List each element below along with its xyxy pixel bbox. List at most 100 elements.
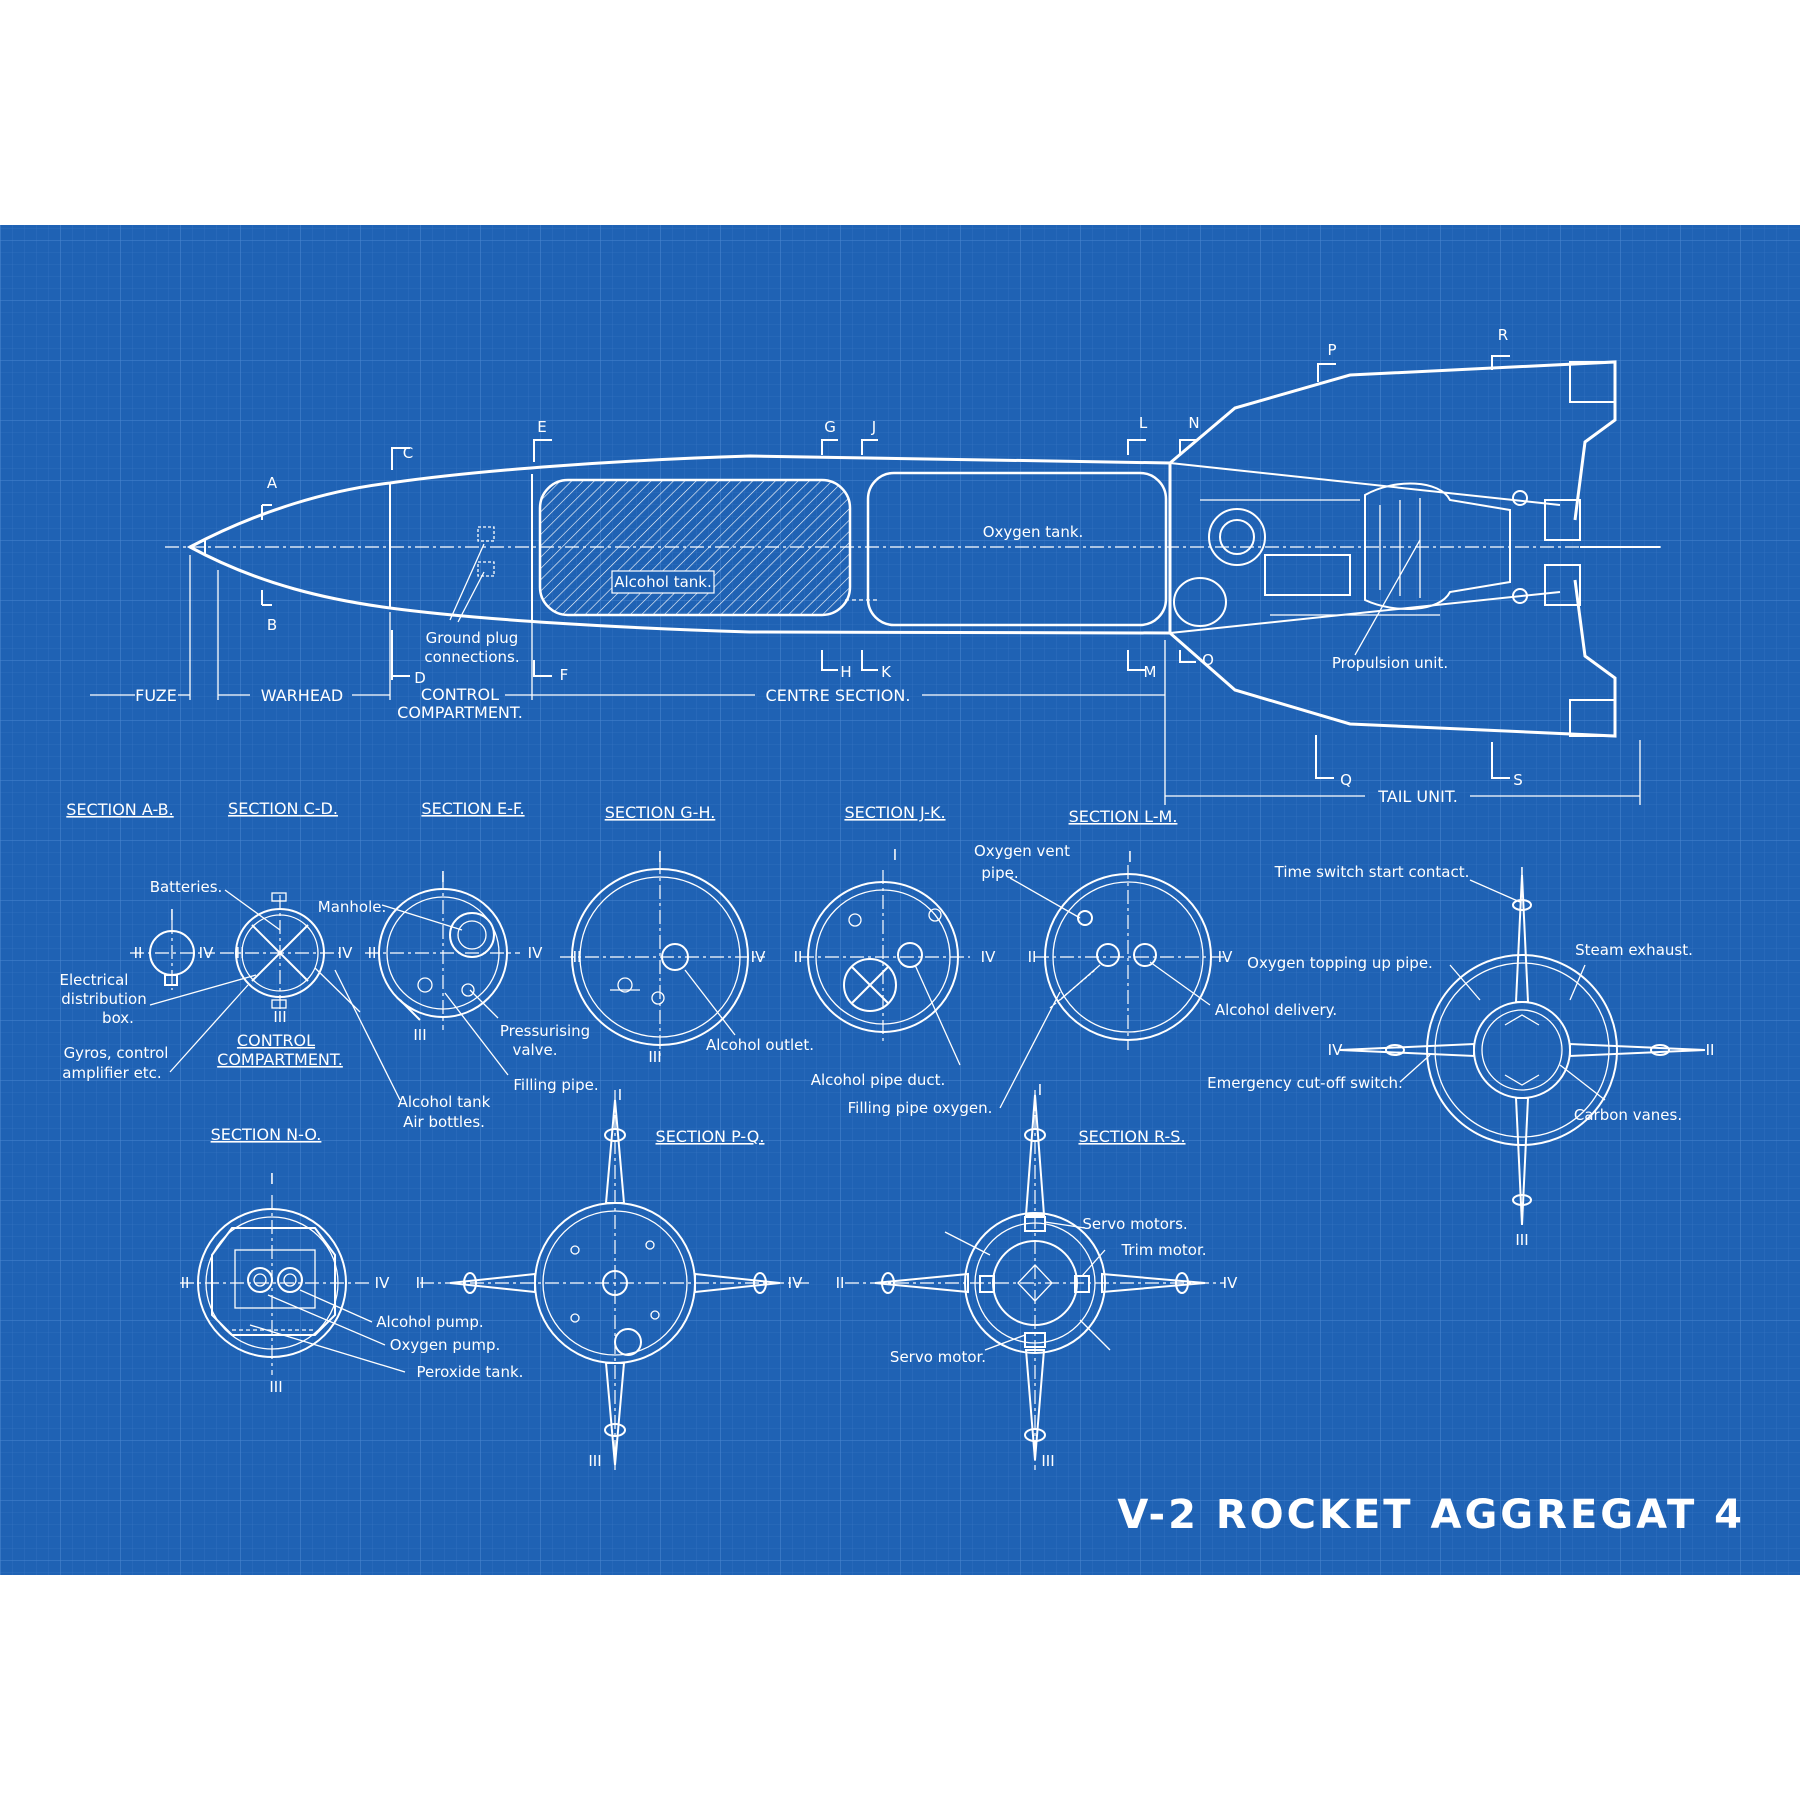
poster-title: V-2 ROCKET AGGREGAT 4 xyxy=(1117,1492,1745,1538)
section-lm-drawing: I II IV Oxygen vent pipe. Alcohol delive… xyxy=(848,842,1338,1117)
drawing-annotation: G xyxy=(824,418,836,436)
control-compartment-label: CONTROL xyxy=(237,1031,315,1050)
drawing-annotation: IV xyxy=(981,948,996,966)
grid xyxy=(0,225,1800,1575)
drawing-annotation: pipe. xyxy=(981,864,1018,882)
oxygen-pump-label: Oxygen pump. xyxy=(390,1336,501,1354)
drawing-annotation: IV xyxy=(375,1274,390,1292)
section-rs-drawing: I II IV III Servo motors. Trim motor. Se… xyxy=(836,1081,1238,1470)
section-lm-title: SECTION L-M. xyxy=(1069,807,1178,826)
drawing-annotation: II xyxy=(794,948,803,966)
electrical-box-label: Electrical xyxy=(60,971,129,989)
drawing-annotation: II xyxy=(1706,1041,1715,1059)
drawing-annotation: box. xyxy=(102,1009,134,1027)
fuze-label: FUZE xyxy=(135,686,177,705)
drawing-annotation: I xyxy=(658,848,662,866)
drawing-annotation: distribution xyxy=(61,990,146,1008)
ground-plug-label-2: connections. xyxy=(424,648,519,666)
drawing-annotation: COMPARTMENT. xyxy=(217,1050,343,1069)
drawing-annotation: II xyxy=(181,1274,190,1292)
drawing-annotation: valve. xyxy=(512,1041,557,1059)
alcohol-pump-label: Alcohol pump. xyxy=(376,1313,483,1331)
steam-exhaust-label: Steam exhaust. xyxy=(1575,941,1693,959)
drawing-annotation: L xyxy=(1139,414,1148,432)
drawing-annotation: I xyxy=(170,906,174,924)
drawing-annotation: C xyxy=(403,444,413,462)
drawing-annotation: amplifier etc. xyxy=(62,1064,161,1082)
drawing-annotation: Air bottles. xyxy=(403,1113,485,1131)
alcohol-delivery-label: Alcohol delivery. xyxy=(1215,1001,1337,1019)
drawing-annotation: R xyxy=(1498,326,1508,344)
rocket-elevation: Alcohol tank. Oxygen tank. Ground plug c… xyxy=(90,326,1665,806)
drawing-annotation: III xyxy=(273,1008,286,1026)
drawing-annotation: I xyxy=(441,868,445,886)
warhead-label: WARHEAD xyxy=(261,686,343,705)
drawing-annotation: I xyxy=(1520,864,1524,882)
drawing-annotation: H xyxy=(840,663,851,681)
drawing-annotation: II xyxy=(573,948,582,966)
propulsion-unit xyxy=(1173,482,1660,627)
drawing-annotation: K xyxy=(881,663,892,681)
oxygen-tank-label: Oxygen tank. xyxy=(983,523,1084,541)
oxygen-topping-label: Oxygen topping up pipe. xyxy=(1247,954,1433,972)
alcohol-tank-label: Alcohol tank. xyxy=(614,573,712,591)
drawing-annotation: M xyxy=(1144,663,1157,681)
gyros-label: Gyros, control xyxy=(64,1044,169,1062)
drawing-annotation: II xyxy=(236,944,245,962)
manhole-label: Manhole. xyxy=(318,898,387,916)
drawing-annotation: IV xyxy=(1223,1274,1238,1292)
ground-plug-label: Ground plug xyxy=(426,629,519,647)
section-ab-drawing: I II IV xyxy=(130,906,215,990)
section-ef-drawing: I II IV III Manhole. Pressurising valve.… xyxy=(318,868,599,1131)
control-label: CONTROL xyxy=(421,685,499,704)
filling-pipe-oxygen-label: Filling pipe oxygen. xyxy=(848,1099,993,1117)
drawing-annotation: IV xyxy=(1328,1041,1343,1059)
section-carbon-vanes-drawing: I IV II III Time switch start contact. O… xyxy=(1207,863,1714,1249)
oxygen-vent-label: Oxygen vent xyxy=(974,842,1070,860)
drawing-annotation: II xyxy=(836,1274,845,1292)
drawing-annotation: II xyxy=(134,944,143,962)
emergency-switch-label: Emergency cut-off switch. xyxy=(1207,1074,1403,1092)
section-ab-title: SECTION A-B. xyxy=(66,800,173,819)
section-no-title: SECTION N-O. xyxy=(211,1125,322,1144)
drawing-annotation: IV xyxy=(338,944,353,962)
drawing-annotation: II xyxy=(1028,948,1037,966)
drawing-annotation: III xyxy=(1515,1231,1528,1249)
centre-section-label: CENTRE SECTION. xyxy=(766,686,911,705)
alcohol-outlet-label: Alcohol outlet. xyxy=(706,1036,814,1054)
drawing-annotation: IV xyxy=(788,1274,803,1292)
drawing-annotation: III xyxy=(269,1378,282,1396)
section-markers: A B C D E F G H J K L M N xyxy=(261,326,1523,789)
drawing-annotation: S xyxy=(1513,771,1523,789)
section-pq-drawing: I II IV III xyxy=(416,1086,810,1470)
section-rs-title: SECTION R-S. xyxy=(1078,1127,1185,1146)
servo-motors-label: Servo motors. xyxy=(1082,1215,1187,1233)
trim-motor-label: Trim motor. xyxy=(1120,1241,1206,1259)
control-label-2: COMPARTMENT. xyxy=(397,703,523,722)
alcohol-pipe-duct-label: Alcohol pipe duct. xyxy=(811,1071,946,1089)
drawing-annotation: F xyxy=(560,666,569,684)
batteries-label: Batteries. xyxy=(150,878,223,896)
drawing-annotation: E xyxy=(537,418,546,436)
section-gh-drawing: I II IV III Alcohol outlet. xyxy=(560,848,814,1066)
drawing-annotation: O xyxy=(1202,651,1214,669)
drawing-annotation: III xyxy=(588,1452,601,1470)
alcohol-tank xyxy=(538,478,852,617)
section-cd-drawing: II IV III Batteries. Electrical distribu… xyxy=(60,878,401,1101)
propulsion-unit-label: Propulsion unit. xyxy=(1332,654,1448,672)
time-switch-label: Time switch start contact. xyxy=(1274,863,1470,881)
section-gh-title: SECTION G-H. xyxy=(605,803,716,822)
pressurising-valve-label: Pressurising xyxy=(500,1022,590,1040)
drawing-annotation: I xyxy=(893,846,897,864)
drawing-annotation: II xyxy=(368,944,377,962)
drawing-annotation: IV xyxy=(199,944,214,962)
section-jk-title: SECTION J-K. xyxy=(844,803,945,822)
drawing-annotation: III xyxy=(648,1048,661,1066)
tail-unit-label: TAIL UNIT. xyxy=(1377,787,1458,806)
drawing-annotation: D xyxy=(414,669,426,687)
drawing-annotation: B xyxy=(267,616,277,634)
section-titles: SECTION A-B. SECTION C-D. SECTION E-F. S… xyxy=(66,799,1185,1146)
alcohol-tank-air-label: Alcohol tank xyxy=(398,1093,491,1111)
oxygen-tank xyxy=(866,471,1168,627)
